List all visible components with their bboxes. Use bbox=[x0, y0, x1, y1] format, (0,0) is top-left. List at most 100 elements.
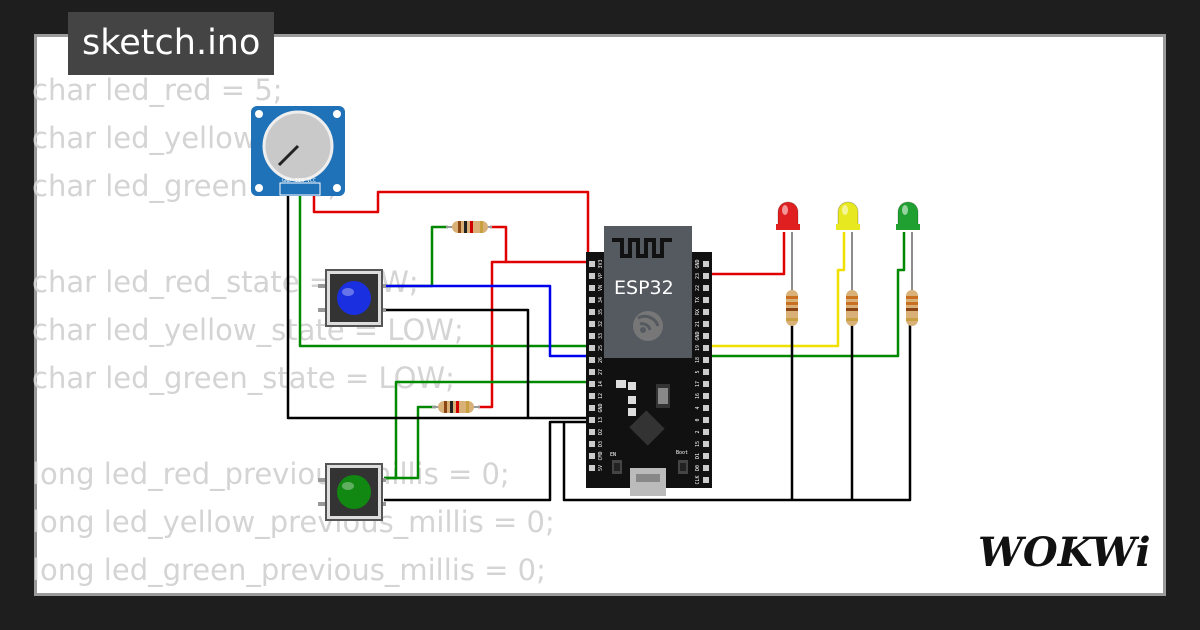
led-red[interactable] bbox=[776, 201, 800, 230]
wire-resistor2-3v3 bbox=[478, 260, 506, 409]
pin-17 bbox=[703, 381, 709, 387]
svg-text:14: 14 bbox=[598, 381, 604, 387]
wire-pot-vcc bbox=[312, 190, 590, 260]
svg-text:25: 25 bbox=[598, 345, 604, 351]
pin-26 bbox=[589, 357, 595, 363]
board-label: ESP32 bbox=[614, 277, 674, 299]
esp32-board[interactable]: ESP32 EN Boot 3V3VPVN343532332526271412G… bbox=[586, 226, 712, 496]
svg-text:CLK: CLK bbox=[695, 475, 701, 484]
pin-5 bbox=[703, 369, 709, 375]
svg-text:13: 13 bbox=[598, 417, 604, 423]
pin-2 bbox=[703, 429, 709, 435]
pin-12 bbox=[589, 393, 595, 399]
pin-25 bbox=[589, 345, 595, 351]
pin-16 bbox=[703, 393, 709, 399]
wire-gnd-bus bbox=[562, 318, 912, 502]
svg-text:18: 18 bbox=[695, 357, 701, 363]
svg-text:0: 0 bbox=[695, 418, 701, 421]
wire-pot-sig bbox=[298, 192, 588, 348]
svg-text:CMD: CMD bbox=[598, 451, 604, 460]
svg-text:26: 26 bbox=[598, 357, 604, 363]
svg-text:VN: VN bbox=[598, 285, 604, 291]
svg-text:D1: D1 bbox=[695, 453, 701, 459]
led-yellow[interactable] bbox=[836, 201, 860, 230]
pin-27 bbox=[589, 369, 595, 375]
pin-D0 bbox=[703, 465, 709, 471]
svg-text:23: 23 bbox=[695, 273, 701, 279]
resistor-1[interactable] bbox=[446, 221, 492, 233]
resistor-led-yellow[interactable] bbox=[846, 290, 858, 326]
pin-VP bbox=[589, 273, 595, 279]
svg-text:GND: GND bbox=[695, 259, 701, 268]
svg-text:5V: 5V bbox=[598, 465, 604, 471]
wire-button1-resistor bbox=[384, 225, 448, 288]
pin-13 bbox=[589, 417, 595, 423]
svg-text:GND: GND bbox=[598, 403, 604, 412]
pin-22 bbox=[703, 285, 709, 291]
pin-0 bbox=[703, 417, 709, 423]
svg-text:22: 22 bbox=[695, 285, 701, 291]
pin-VN bbox=[589, 285, 595, 291]
wire-button2-pin27 bbox=[384, 380, 588, 480]
svg-text:21: 21 bbox=[695, 321, 701, 327]
boot-label: Boot bbox=[676, 450, 688, 456]
wokwi-logo: WOKWi bbox=[978, 529, 1151, 576]
pin-34 bbox=[589, 297, 595, 303]
resistor-2[interactable] bbox=[432, 401, 480, 413]
svg-text:4: 4 bbox=[695, 406, 701, 409]
pin-TX bbox=[703, 297, 709, 303]
pin-32 bbox=[589, 321, 595, 327]
led-green[interactable] bbox=[896, 201, 920, 230]
svg-text:12: 12 bbox=[598, 393, 604, 399]
wire-button2-gnd bbox=[384, 420, 588, 502]
wire-button2-resistor bbox=[384, 405, 436, 480]
pin-D2 bbox=[589, 429, 595, 435]
wire-pot-gnd bbox=[286, 192, 588, 420]
wire-button1-gnd bbox=[384, 308, 530, 418]
pushbutton-green[interactable] bbox=[318, 463, 386, 521]
svg-text:D3: D3 bbox=[598, 441, 604, 447]
potentiometer-indicator bbox=[277, 144, 300, 167]
pin-4 bbox=[703, 405, 709, 411]
svg-text:15: 15 bbox=[695, 441, 701, 447]
pot-pin-sig: SIG bbox=[295, 178, 304, 184]
svg-text:2: 2 bbox=[695, 430, 701, 433]
pin-GND bbox=[703, 333, 709, 339]
pin-5V bbox=[589, 465, 595, 471]
pin-15 bbox=[703, 441, 709, 447]
pin-33 bbox=[589, 333, 595, 339]
pin-D1 bbox=[703, 453, 709, 459]
pin-D3 bbox=[589, 441, 595, 447]
wire-led-yellow bbox=[710, 232, 846, 348]
pin-CLK bbox=[703, 477, 709, 483]
svg-text:33: 33 bbox=[598, 333, 604, 339]
svg-text:GND: GND bbox=[695, 331, 701, 340]
svg-text:5: 5 bbox=[695, 370, 701, 373]
sketch-title: sketch.ino bbox=[68, 12, 275, 75]
svg-text:27: 27 bbox=[598, 369, 604, 375]
pin-35 bbox=[589, 309, 595, 315]
wire-resistor1-3v3 bbox=[490, 225, 588, 264]
pin-23 bbox=[703, 273, 709, 279]
pin-GND bbox=[589, 405, 595, 411]
svg-text:3V3: 3V3 bbox=[598, 259, 604, 268]
potentiometer[interactable]: GND SIG VCC bbox=[251, 106, 345, 196]
pot-pin-gnd: GND bbox=[282, 178, 291, 184]
svg-text:35: 35 bbox=[598, 309, 604, 315]
resistor-led-green[interactable] bbox=[906, 290, 918, 326]
svg-text:17: 17 bbox=[695, 381, 701, 387]
antenna-trace bbox=[612, 238, 672, 258]
svg-text:32: 32 bbox=[598, 321, 604, 327]
wire-button1-pin33 bbox=[384, 284, 588, 358]
svg-text:WOKWi: WOKWi bbox=[978, 529, 1151, 576]
svg-text:VP: VP bbox=[598, 273, 604, 279]
svg-text:RX: RX bbox=[695, 309, 701, 315]
resistor-led-red[interactable] bbox=[786, 290, 798, 326]
pin-GND bbox=[703, 261, 709, 267]
pot-pin-vcc: VCC bbox=[307, 178, 316, 184]
svg-text:TX: TX bbox=[695, 297, 701, 303]
svg-text:19: 19 bbox=[695, 345, 701, 351]
pushbutton-blue[interactable] bbox=[318, 269, 386, 327]
svg-text:34: 34 bbox=[598, 297, 604, 303]
